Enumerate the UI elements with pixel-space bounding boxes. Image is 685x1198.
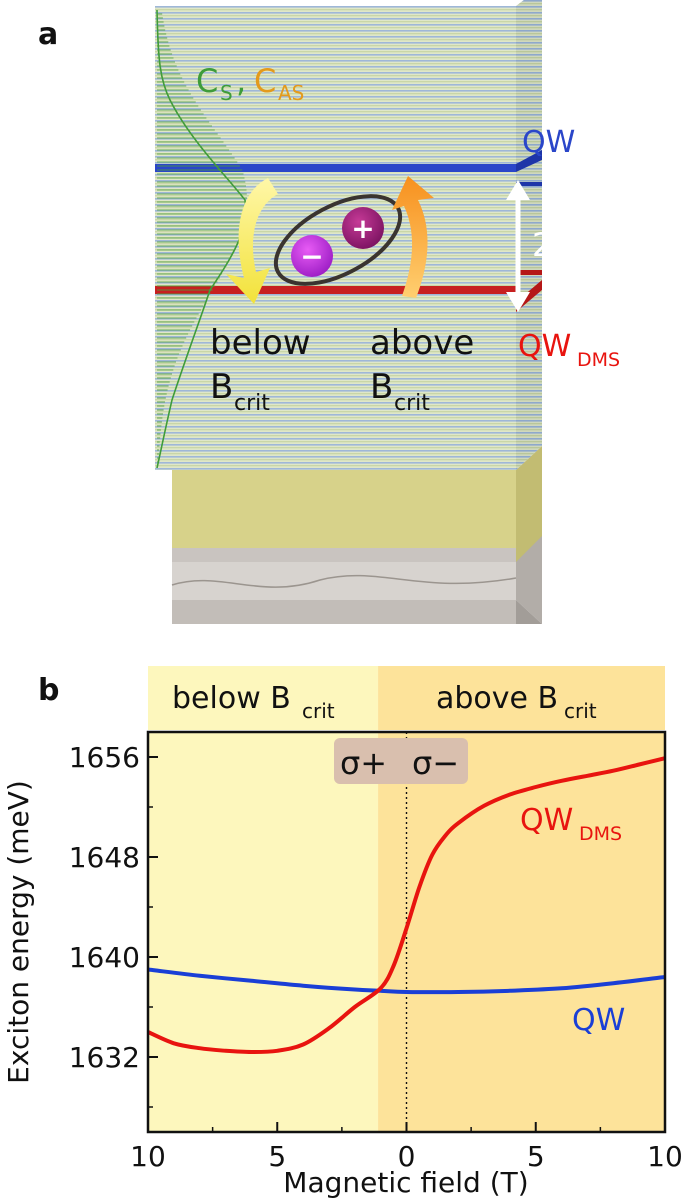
qwdms-label: QW DMS <box>518 329 620 371</box>
series-qwdms-label: QW DMS <box>520 803 622 845</box>
series-qwdms-label-main: QW <box>520 803 573 838</box>
panel-b: b below B crit above B crit σ+ σ− QW QW … <box>2 666 683 1198</box>
region-above-title-main: above B <box>436 681 558 716</box>
hole-sign: + <box>351 212 374 245</box>
cs-cas-label: C S , C AS <box>196 62 304 105</box>
substrate-wave <box>171 574 517 588</box>
exciton-orbit <box>273 194 403 286</box>
qwdms-label-sub: DMS <box>577 349 620 371</box>
plot-bg-below <box>148 732 379 1132</box>
below-label-line1: below <box>210 323 311 363</box>
x-axis-label: Magnetic field (T) <box>283 1166 528 1198</box>
panel-a: a C S , C AS QW <box>38 0 620 624</box>
sigma-plus-label: σ+ <box>340 744 387 782</box>
above-arrow <box>392 176 434 298</box>
hole <box>342 207 384 249</box>
below-bcrit-label: below B crit <box>210 323 311 416</box>
mode-profile-lines <box>157 13 247 463</box>
substrate-front <box>172 562 516 600</box>
y-axis-ticks: 1632 1640 1648 1656 <box>69 741 158 1108</box>
qw-layer-front <box>155 164 516 172</box>
cs-separator: , <box>236 62 246 100</box>
panel-b-letter: b <box>38 673 59 708</box>
above-label-line1: above <box>370 323 474 363</box>
series-qwdms-line <box>147 756 666 1055</box>
y-tick-label: 1640 <box>69 941 140 974</box>
y-axis-label: Exciton energy (meV) <box>2 780 35 1084</box>
x-tick-label: 5 <box>268 1140 286 1173</box>
below-label-b: B <box>210 367 233 407</box>
y-tick-label: 1632 <box>69 1041 140 1074</box>
below-arrow <box>226 178 278 304</box>
sigma-box <box>334 738 468 784</box>
x-tick-label: 0 <box>398 1140 416 1173</box>
region-below-title-sub: crit <box>302 699 335 723</box>
qw-label: QW <box>522 125 575 160</box>
series-qw-label: QW <box>572 1003 625 1038</box>
y-tick-label: 1656 <box>69 741 140 774</box>
region-below-title: below B crit <box>172 681 335 723</box>
qw-layer-side <box>516 150 542 172</box>
series-qwdms-label-sub: DMS <box>579 823 622 845</box>
buffer-front <box>172 470 516 562</box>
sigma-minus-label: σ− <box>412 744 459 782</box>
region-above-title: above B crit <box>436 681 597 723</box>
substrate-bottom <box>172 600 516 624</box>
series-qw-line <box>147 967 666 995</box>
x-axis-ticks: 10 5 0 5 10 <box>130 1122 683 1173</box>
qwdms-label-main: QW <box>518 329 571 364</box>
buffer-side <box>516 446 542 562</box>
plot-bg-above <box>378 732 665 1132</box>
region-above-title-sub: crit <box>564 699 597 723</box>
distance-arrow <box>506 180 530 312</box>
distance-label: 2 µm <box>532 226 614 264</box>
electron <box>291 235 333 277</box>
electron-sign: − <box>300 240 323 273</box>
y-tick-label: 1648 <box>69 841 140 874</box>
region-below-header <box>148 666 379 730</box>
cs-label: C <box>196 62 218 100</box>
cas-subscript: AS <box>278 81 304 105</box>
panel-a-letter: a <box>38 17 58 52</box>
above-label-sub: crit <box>394 391 430 416</box>
x-tick-label: 10 <box>130 1140 166 1173</box>
region-below-title-main: below B <box>172 681 291 716</box>
cs-subscript: S <box>220 81 233 105</box>
x-tick-label: 5 <box>527 1140 545 1173</box>
x-tick-label: 10 <box>647 1140 683 1173</box>
region-above-header <box>378 666 665 730</box>
above-label-b: B <box>370 367 393 407</box>
qwdms-layer-front <box>155 286 516 294</box>
below-label-sub: crit <box>234 391 270 416</box>
above-bcrit-label: above B crit <box>370 323 474 416</box>
cas-label: C <box>254 62 276 100</box>
stack-side <box>516 0 542 470</box>
